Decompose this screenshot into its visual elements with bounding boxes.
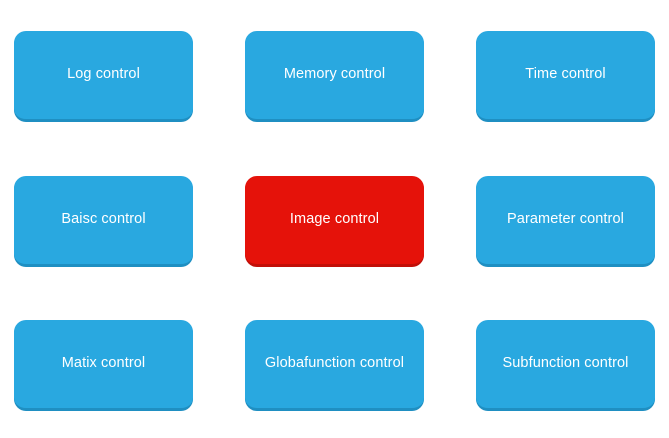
tile-memory-control[interactable]: Memory control [245,31,424,121]
tile-label: Image control [289,211,380,228]
tile-image-control[interactable]: Image control [245,176,424,266]
tile-label: Memory control [283,66,386,83]
tile-label: Log control [67,66,140,83]
tile-label: Parameter control [507,211,624,228]
tile-label: Matix control [61,355,146,372]
tile-label: Baisc control [61,211,146,228]
tile-globafunction-control[interactable]: Globafunction control [245,320,424,410]
tile-time-control[interactable]: Time control [476,31,655,121]
tile-baisc-control[interactable]: Baisc control [14,176,193,266]
tile-subfunction-control[interactable]: Subfunction control [476,320,655,410]
tile-log-control[interactable]: Log control [14,31,193,121]
tile-label: Time control [525,66,606,83]
tile-label: Subfunction control [502,355,629,372]
tile-label: Globafunction control [264,355,405,372]
tile-parameter-control[interactable]: Parameter control [476,176,655,266]
tile-matix-control[interactable]: Matix control [14,320,193,410]
